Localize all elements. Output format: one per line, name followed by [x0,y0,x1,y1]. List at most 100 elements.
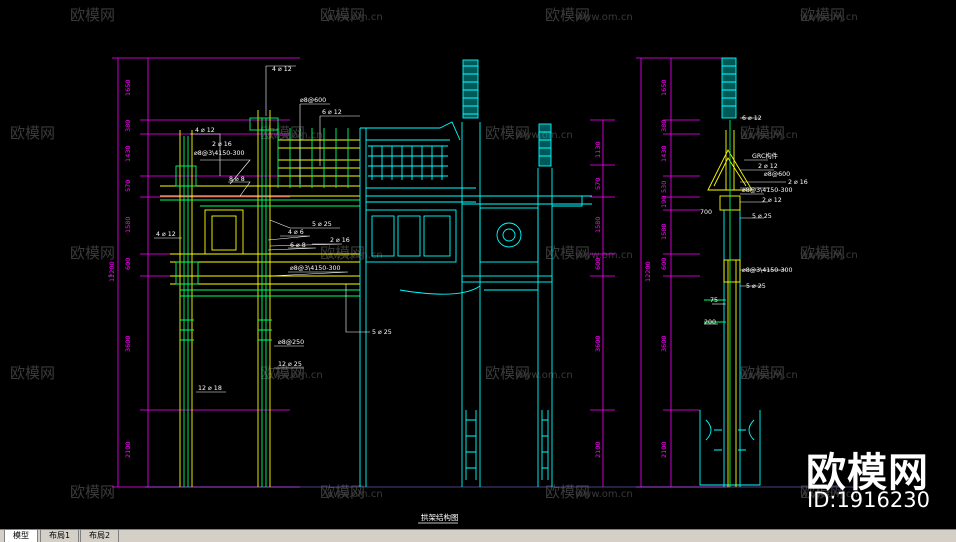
label-main-14: 5 ⌀ 25 [372,329,392,336]
watermark-brand-7: 欧模网 [740,124,785,142]
watermark-url-6: www.om.cn [740,130,798,141]
label-main-3: 6 ⌀ 12 [322,109,342,116]
watermark-url-16: www.om.cn [325,489,383,500]
label-side-2: GRC构件 [752,151,778,160]
dim-r-4: 530 [660,181,668,193]
dim-r-6: 1580 [660,223,668,240]
label-side-10: 5 ⌀ 25 [746,283,766,290]
dim-l-1: 1650 [124,79,132,96]
dim-r-9: 2100 [660,441,668,458]
dim-l-2: 380 [124,120,132,132]
watermark-url-1: www.om.cn [575,12,633,23]
dim-m-4: 600 [594,258,602,270]
watermark-url-4: www.om.cn [265,130,323,141]
label-side-4: 2 ⌀ 16 [788,179,808,186]
layout-tab-bar: 模型 布局1 布局2 [0,529,956,542]
watermark-brand-1: 欧模网 [320,6,365,24]
brand-mark: 欧模网 [806,450,929,496]
watermark-brand-0: 欧模网 [70,6,115,24]
dim-m-5: 3600 [594,335,602,352]
label-main-1: 4 ⌀ 12 [272,66,292,73]
dim-r-7: 600 [660,258,668,270]
tab-layout-1[interactable]: 布局1 [40,530,80,542]
watermark-url-18: www.om.cn [800,489,858,500]
label-side-12: 700 [700,209,712,216]
watermark-brand-16: 欧模网 [70,483,115,501]
label-side-5: ⌀8@600 [764,170,790,178]
watermark-brand-4: 欧模网 [10,124,55,142]
tab-layout-2[interactable]: 布局2 [80,530,120,542]
watermark-url-0: www.om.cn [325,12,383,23]
watermark-brand-19: 欧模网 [800,483,845,501]
side-section [699,57,761,487]
label-main-6: ⌀8@3\4150-300 [194,149,245,157]
watermark-url-9: www.om.cn [575,250,633,261]
watermark-url-12: www.om.cn [265,370,323,381]
left-frame [160,110,360,487]
dim-r-2: 380 [660,120,668,132]
label-main-8: 5 ⌀ 25 [312,221,332,228]
watermark-url-5: www.om.cn [515,130,573,141]
dim-r-3: 1430 [660,145,668,162]
dim-l-9: 12200 [108,261,116,282]
dimension-lines [112,57,730,488]
tab-model[interactable]: 模型 [4,530,38,542]
dim-m-1: 1130 [594,141,602,158]
dim-m-2: 570 [594,178,602,190]
label-main-7: 8 ⌀ 8 [229,176,245,183]
dim-r-1: 1650 [660,79,668,96]
label-main-10: 4 ⌀ 6 [288,229,304,236]
watermark-url-13: www.om.cn [515,370,573,381]
label-side-7: 2 ⌀ 12 [762,197,782,204]
dim-r-8: 3600 [660,335,668,352]
watermark-brand-6: 欧模网 [485,124,530,142]
label-main-17: 12 ⌀ 18 [198,385,222,392]
label-main-16: 12 ⌀ 25 [278,361,302,368]
watermark-brand-10: 欧模网 [545,244,590,262]
watermark-brand-14: 欧模网 [485,364,530,382]
watermark-brand-12: 欧模网 [10,364,55,382]
watermark-brand-2: 欧模网 [545,6,590,24]
drawing-title-group: 拱架结构图 [418,512,459,524]
label-main-15: ⌀8@250 [278,338,304,346]
dim-l-7: 3600 [124,335,132,352]
dim-r-10: 12200 [644,261,652,282]
center-archway [359,59,592,487]
watermark-url-17: www.om.cn [575,489,633,500]
watermark-brand-18: 欧模网 [545,483,590,501]
dim-m-6: 2100 [594,441,602,458]
label-side-1: 6 ⌀ 12 [742,115,762,122]
label-main-9: 4 ⌀ 12 [156,231,176,238]
axis-lines [108,275,860,488]
dim-m-3: 1580 [594,216,602,233]
watermark-brand-9: 欧模网 [320,244,365,262]
dim-l-3: 1430 [124,145,132,162]
label-main-12: 6 ⌀ 8 [290,242,306,249]
dim-l-5: 1580 [124,216,132,233]
label-side-3: 2 ⌀ 12 [758,163,778,170]
watermark-brand-5: 欧模网 [260,124,305,142]
dim-l-8: 2100 [124,441,132,458]
watermark-url-2: www.om.cn [800,12,858,23]
watermark-url-10: www.om.cn [800,250,858,261]
watermark-url-8: www.om.cn [325,250,383,261]
label-main-11: 2 ⌀ 16 [330,237,350,244]
watermark-brand-15: 欧模网 [740,364,785,382]
watermark-brand-11: 欧模网 [800,244,845,262]
watermark-url-14: www.om.cn [740,370,798,381]
watermark-brand-3: 欧模网 [800,6,845,24]
leader-lines [154,65,786,393]
watermark-brand-17: 欧模网 [320,483,365,501]
watermark-brand-13: 欧模网 [260,364,305,382]
label-main-13: ⌀8@3\4150-300 [290,264,341,272]
dim-l-6: 600 [124,258,132,270]
label-side-11: 75 [710,297,718,304]
drawing-title: 拱架结构图 [421,512,459,522]
dim-l-4: 570 [124,180,132,192]
label-main-2: ⌀8@600 [300,96,326,104]
label-side-6: ⌀8@3\4150-300 [742,186,793,194]
label-main-5: 2 ⌀ 16 [212,141,232,148]
